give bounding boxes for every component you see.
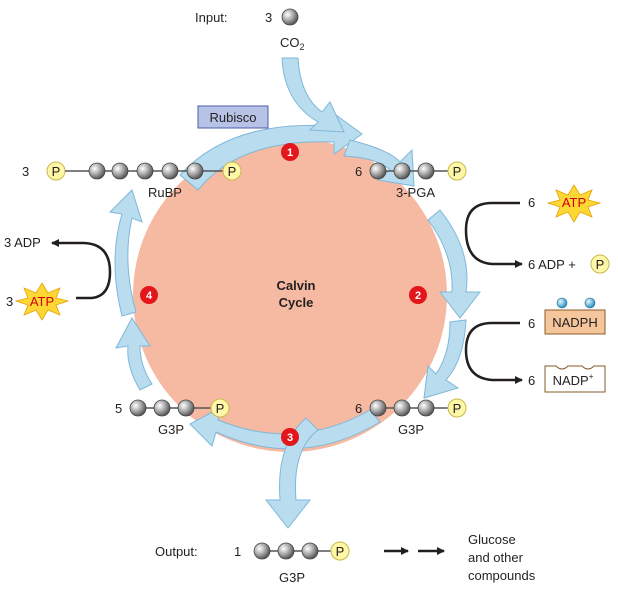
nadp-count: 6	[528, 373, 535, 388]
atp-star-left	[14, 282, 70, 321]
input-count: 3	[265, 10, 272, 25]
step-badge-3	[281, 428, 299, 446]
step-badge-1	[281, 143, 299, 161]
atp-input-right: 6 ATP 6 ADP + P	[464, 184, 610, 274]
step-label-1: 1	[287, 147, 293, 159]
cycle-ring-arrows	[108, 57, 482, 529]
g3p-left-carbon	[177, 399, 195, 417]
g3p-right-molecule: 6 P G3P	[355, 398, 467, 437]
g3p-left-phosphate-label: P	[216, 401, 225, 416]
rubp-label: RuBP	[148, 185, 182, 200]
ring-arrow-lower-right	[423, 319, 467, 399]
rubisco-label: Rubisco	[210, 110, 257, 125]
pga-carbon	[393, 162, 411, 180]
nadp-box	[544, 365, 606, 393]
g3p-left-label: G3P	[158, 422, 184, 437]
output-result-line2: and other	[468, 550, 524, 565]
step-label-2: 2	[415, 290, 421, 302]
rubp-left-phosphate-label: P	[52, 164, 61, 179]
atp-left-count: 3	[6, 294, 13, 309]
g3p-left-molecule: 5 P G3P	[115, 398, 230, 437]
output-label: Output:	[155, 544, 198, 559]
rubp-carbon	[186, 162, 204, 180]
g3p-right-count: 6	[355, 401, 362, 416]
g3p-right-carbon	[393, 399, 411, 417]
pga-carbon	[369, 162, 387, 180]
atp-right-count: 6	[528, 195, 535, 210]
pga-count: 6	[355, 164, 362, 179]
rubp-molecule: 3 P P RuBP	[22, 161, 242, 200]
nadph-electron	[556, 297, 568, 309]
atp-to-adp-arrow	[464, 201, 523, 268]
output-carbon	[301, 542, 319, 560]
cycle-disc	[133, 138, 447, 452]
nadph-label: NADPH	[552, 315, 598, 330]
rubisco-box	[197, 105, 269, 129]
adp-right-label: 6 ADP +	[528, 257, 576, 272]
pga-phosphate	[447, 161, 467, 181]
output-carbon	[277, 542, 295, 560]
nadph-input: 6 NADPH 6 NADP+	[464, 297, 606, 393]
rubp-carbon	[161, 162, 179, 180]
step-badge-4	[140, 286, 158, 304]
adp-phosphate	[590, 254, 610, 274]
pga-label: 3-PGA	[396, 185, 435, 200]
atp-left-label: ATP	[30, 294, 54, 309]
step-label-4: 4	[146, 290, 153, 302]
output-molecule-label: G3P	[279, 570, 305, 585]
output-phosphate	[330, 541, 350, 561]
step-label-3: 3	[287, 432, 293, 444]
g3p-right-label: G3P	[398, 422, 424, 437]
input-arrow	[281, 57, 345, 133]
output-phosphate-label: P	[336, 544, 345, 559]
step-badge-2	[409, 286, 427, 304]
rubp-carbon	[111, 162, 129, 180]
nadph-electron	[584, 297, 596, 309]
output-section: Output: 1 P G3P Glucose and other compou…	[155, 532, 536, 585]
g3p-right-carbon	[369, 399, 387, 417]
output-carbon	[253, 542, 271, 560]
atp-star-right	[546, 184, 602, 223]
co2-label: CO2	[280, 35, 305, 52]
pga-carbon	[417, 162, 435, 180]
g3p-left-carbon	[153, 399, 171, 417]
ring-arrow-right	[427, 209, 482, 319]
nadph-box	[544, 309, 606, 335]
ring-arrow-left	[108, 189, 143, 317]
pga-molecule: 6 P 3-PGA	[355, 161, 467, 200]
g3p-left-carbon	[129, 399, 147, 417]
g3p-right-carbon	[417, 399, 435, 417]
rubp-carbon	[88, 162, 106, 180]
g3p-left-count: 5	[115, 401, 122, 416]
cycle-title-line2: Cycle	[279, 295, 314, 310]
rubp-right-phosphate-label: P	[228, 164, 237, 179]
ring-arrow-lower-left	[115, 317, 153, 391]
rubp-count: 3	[22, 164, 29, 179]
output-result-line1: Glucose	[468, 532, 516, 547]
adp-left-label: 3 ADP	[4, 235, 41, 250]
output-result-line3: compounds	[468, 568, 536, 583]
co2-carbon	[281, 8, 299, 26]
nadph-count: 6	[528, 316, 535, 331]
output-count: 1	[234, 544, 241, 559]
g3p-left-phosphate	[210, 398, 230, 418]
rubp-carbon	[136, 162, 154, 180]
rubp-right-phosphate	[222, 161, 242, 181]
pga-phosphate-label: P	[453, 164, 462, 179]
cycle-title-line1: Calvin	[276, 278, 315, 293]
adp-phosphate-label: P	[596, 257, 605, 272]
input-label: Input:	[195, 10, 228, 25]
atp-to-adp-left-arrow	[51, 239, 112, 300]
atp-right-label: ATP	[562, 195, 586, 210]
step-badges: 1 2 3 4	[140, 143, 427, 446]
nadp-label: NADP+	[553, 372, 594, 388]
atp-input-left: 3 ADP 3 ATP	[4, 235, 112, 321]
g3p-right-phosphate	[447, 398, 467, 418]
ring-arrow-bottom	[189, 407, 381, 450]
nadph-to-nadp-arrow	[464, 321, 523, 384]
g3p-right-phosphate-label: P	[453, 401, 462, 416]
